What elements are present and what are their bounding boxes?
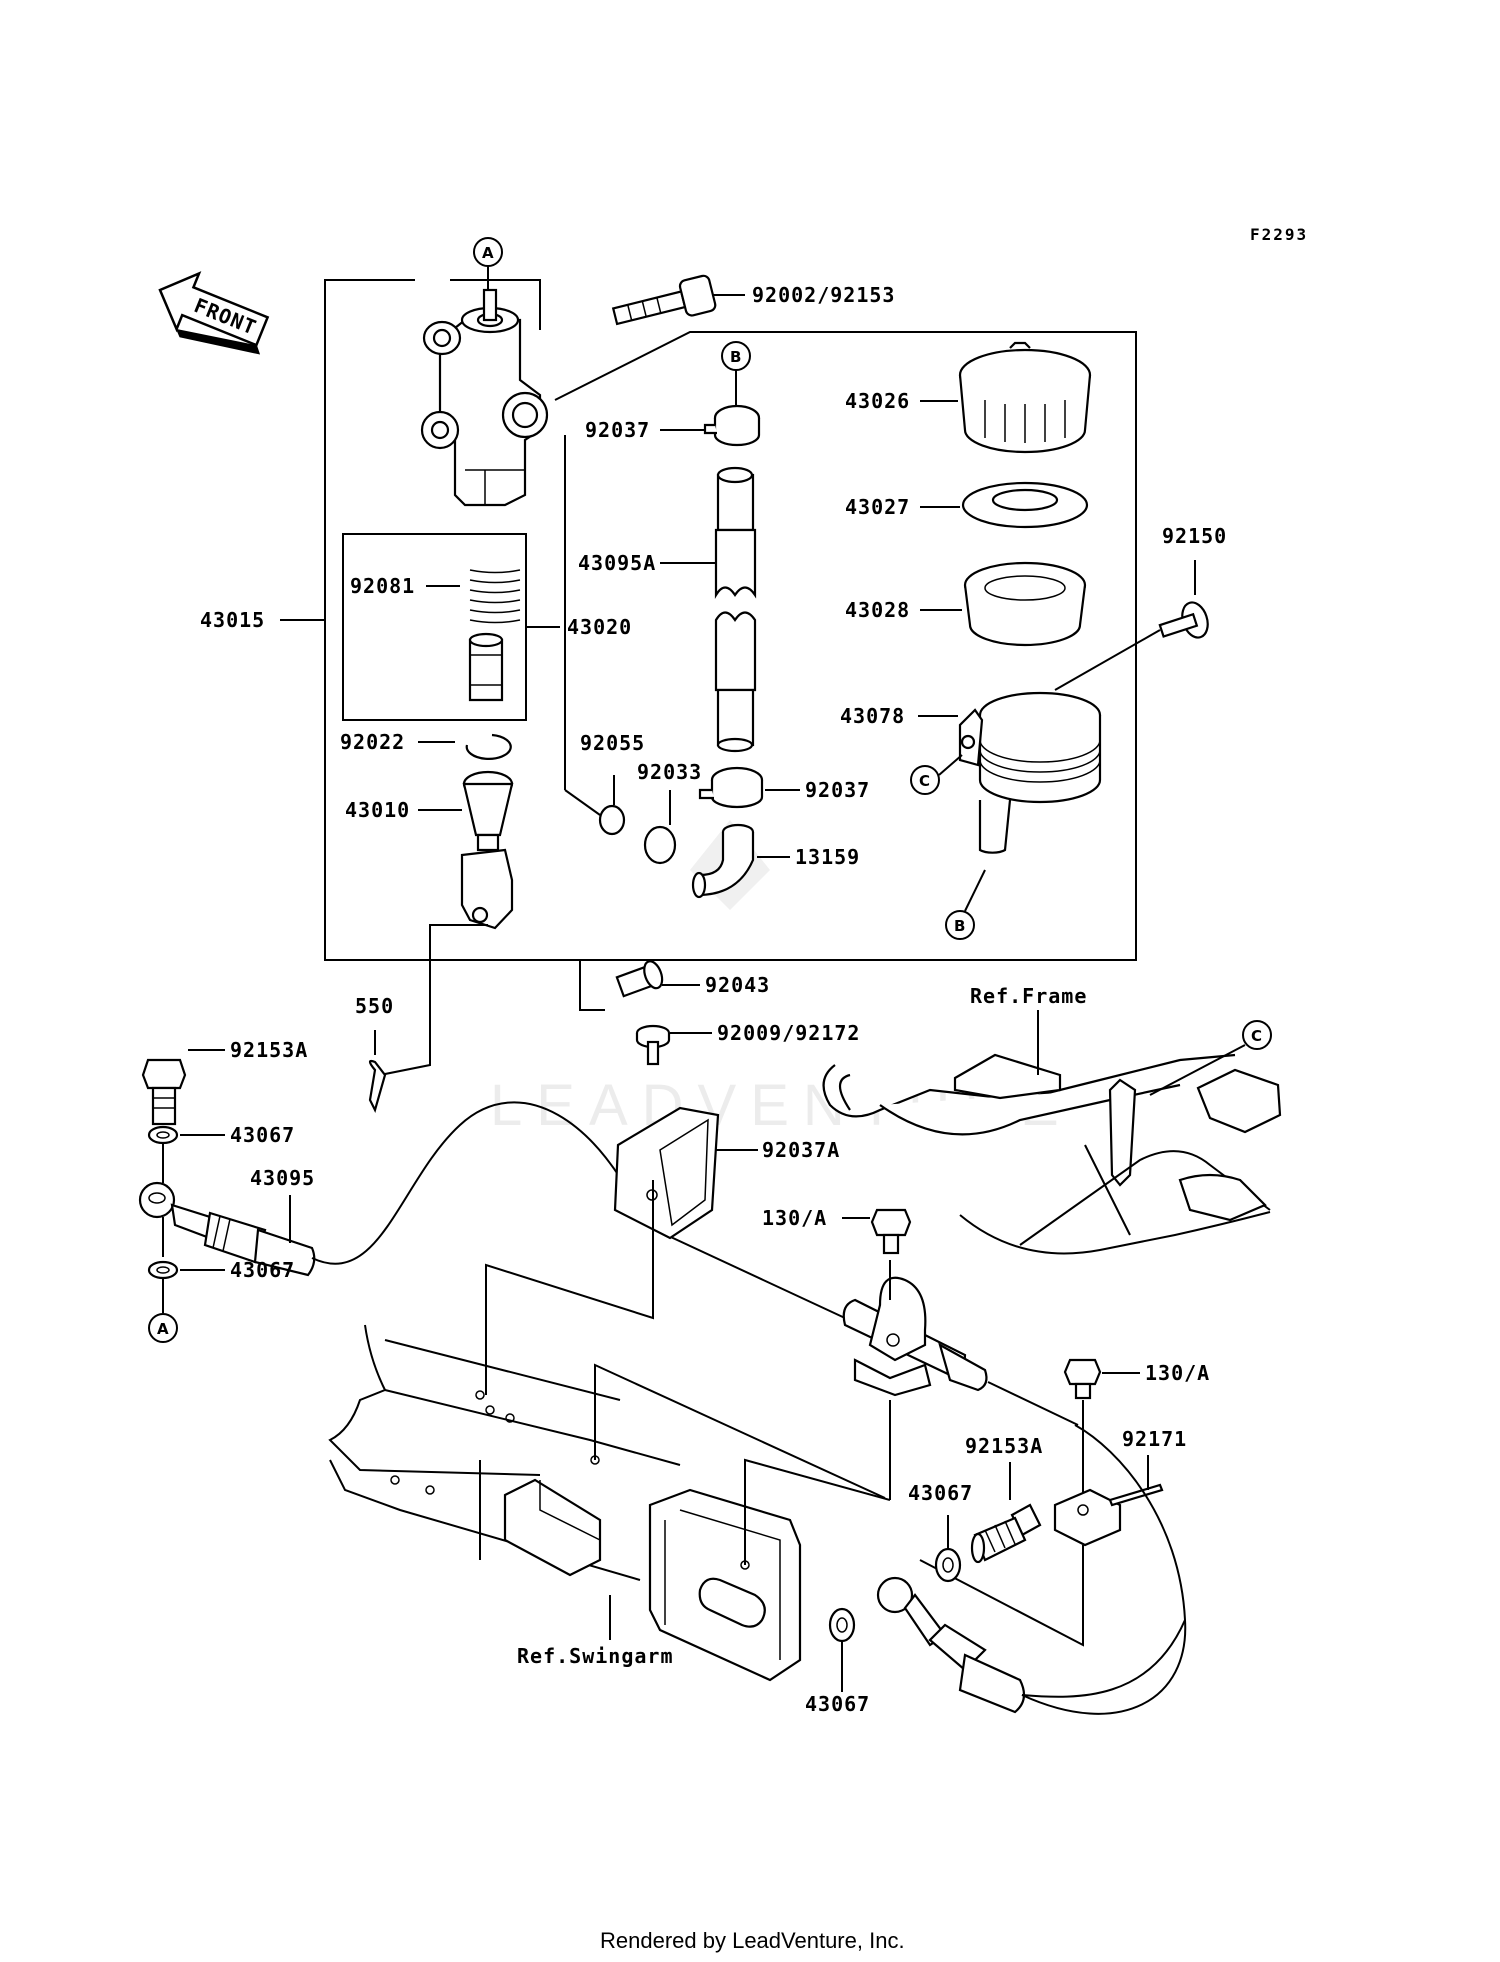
hose-elbow-13159 (691, 823, 755, 899)
washer-43067-bottom (828, 1607, 856, 1643)
label-43027: 43027 (845, 495, 910, 519)
label-43095A: 43095A (578, 551, 656, 575)
label-43095: 43095 (250, 1166, 315, 1190)
label-ref-frame: Ref.Frame (970, 984, 1087, 1008)
push-rod-43010 (460, 770, 514, 930)
label-550: 550 (355, 994, 394, 1018)
callout-b-top: B (721, 341, 751, 405)
circlip-92022 (465, 733, 512, 760)
label-92037-top: 92037 (585, 418, 650, 442)
label-92150: 92150 (1162, 524, 1227, 548)
label-43067-left-top: 43067 (230, 1123, 295, 1147)
svg-text:C: C (919, 772, 930, 790)
hose-43095 (138, 1181, 316, 1277)
svg-text:C: C (1251, 1027, 1262, 1045)
diaphragm-43028 (963, 561, 1087, 647)
hose-clamp-92037-bottom (698, 766, 764, 809)
callout-c-frame: C (1149, 1020, 1272, 1096)
svg-text:A: A (157, 1320, 169, 1338)
hose-43095A (714, 466, 757, 753)
label-92037A: 92037A (762, 1138, 840, 1162)
label-43010: 43010 (345, 798, 410, 822)
plate-43027 (961, 481, 1089, 529)
label-43067-mid: 43067 (908, 1481, 973, 1505)
reservoir-43078 (958, 691, 1102, 854)
label-92002-92153: 92002/92153 (752, 283, 895, 307)
svg-text:B: B (730, 348, 741, 366)
bolt-92153A-right (970, 1503, 1042, 1564)
swingarm-outline (328, 1324, 802, 1682)
bolt-92002 (611, 274, 717, 326)
label-92022: 92022 (340, 730, 405, 754)
pin-92043 (615, 960, 664, 998)
label-92081: 92081 (350, 574, 415, 598)
label-92055: 92055 (580, 731, 645, 755)
label-92033: 92033 (637, 760, 702, 784)
label-92153A-right: 92153A (965, 1434, 1043, 1458)
reservoir-cap-43026 (958, 341, 1092, 454)
callout-a-top: A (473, 237, 503, 295)
label-43026: 43026 (845, 389, 910, 413)
label-92009-92172: 92009/92172 (717, 1021, 860, 1045)
hose-clamp-92037-top (703, 404, 761, 447)
washer-43067-left-top (147, 1125, 179, 1145)
label-130A-top: 130/A (762, 1206, 827, 1230)
assembly-43015-bracket (280, 279, 1137, 1011)
svg-text:B: B (954, 917, 965, 935)
bracket-92171 (1053, 1483, 1164, 1547)
callout-a-bottom: A (148, 1313, 178, 1343)
spring-92081 (468, 569, 521, 702)
label-43028: 43028 (845, 598, 910, 622)
label-92171: 92171 (1122, 1427, 1187, 1451)
footer-credit: Rendered by LeadVenture, Inc. (600, 1928, 905, 1953)
bolt-130A-right (1063, 1358, 1102, 1400)
callout-b-bottom: B (945, 869, 986, 940)
label-130A-right: 130/A (1145, 1361, 1210, 1385)
label-43020: 43020 (567, 615, 632, 639)
cotter-pin-550 (368, 1059, 387, 1114)
label-43078: 43078 (840, 704, 905, 728)
bolt-92153A-left (141, 1058, 187, 1126)
bolt-130A-top (870, 1208, 912, 1255)
svg-text:A: A (482, 244, 494, 262)
master-cylinder-body (420, 288, 549, 507)
hose-guide-92037A (613, 1106, 720, 1240)
screw-92009 (635, 1024, 671, 1066)
washer-43067-left-bottom (147, 1260, 179, 1280)
washer-43067-mid (934, 1547, 962, 1583)
banjo-hose-lower (876, 1576, 1026, 1714)
front-arrow-icon: FRONT (158, 271, 270, 355)
label-43015: 43015 (200, 608, 265, 632)
hose-clamp-bracket (842, 1276, 988, 1397)
label-92037-bottom: 92037 (805, 778, 870, 802)
label-43067-left-bottom: 43067 (230, 1258, 295, 1282)
label-92043: 92043 (705, 973, 770, 997)
callout-c-reservoir: C (910, 754, 963, 795)
diagram-code: F2293 (1250, 225, 1308, 244)
screw-92150 (1158, 601, 1209, 639)
label-43067-bottom: 43067 (805, 1692, 870, 1716)
label-13159: 13159 (795, 845, 860, 869)
label-92153A-left: 92153A (230, 1038, 308, 1062)
frame-outline (822, 1053, 1282, 1255)
label-ref-swingarm: Ref.Swingarm (517, 1644, 674, 1668)
